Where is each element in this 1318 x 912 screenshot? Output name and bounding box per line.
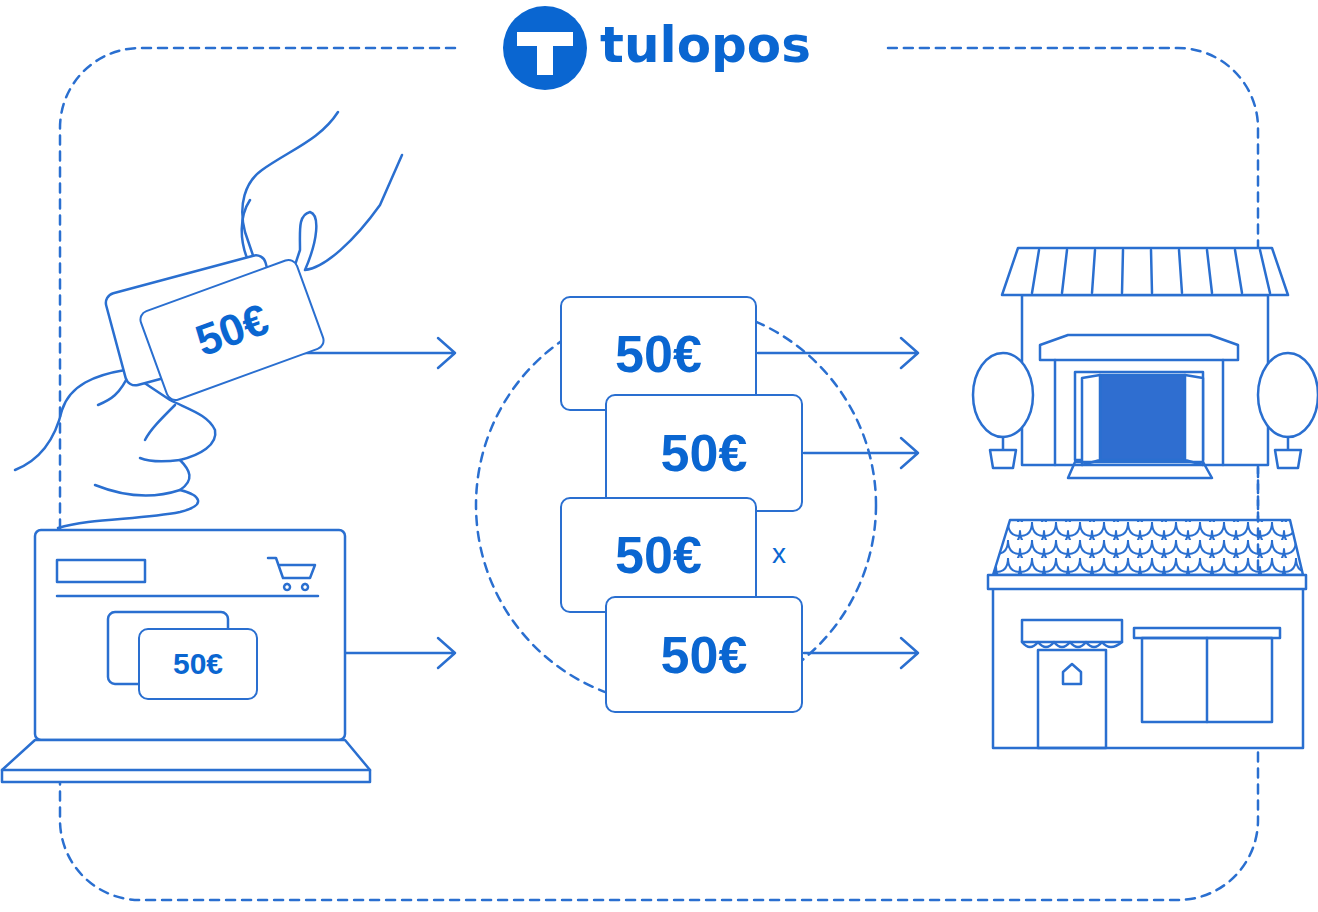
- card-amount: 50€: [190, 297, 274, 363]
- rejected-mark: x: [772, 540, 786, 568]
- card-amount: 50€: [661, 629, 748, 681]
- card-amount: 50€: [615, 328, 702, 380]
- hands: [15, 112, 402, 528]
- laptop: [2, 530, 370, 782]
- card-amount: 50€: [615, 529, 702, 581]
- voucher-card: 50€: [138, 628, 258, 700]
- voucher-card: 50€: [605, 596, 803, 713]
- shop-link: [1257, 468, 1260, 520]
- logo-t: [517, 32, 573, 75]
- logo-text: tulopos: [600, 20, 811, 70]
- shop-1: [973, 248, 1318, 478]
- shop-2: [988, 520, 1306, 748]
- pool-circle: [476, 305, 876, 705]
- card-amount: 50€: [661, 427, 748, 479]
- logo-mark: [503, 6, 587, 90]
- card-amount: 50€: [173, 649, 223, 679]
- voucher-card: 50€: [605, 394, 803, 512]
